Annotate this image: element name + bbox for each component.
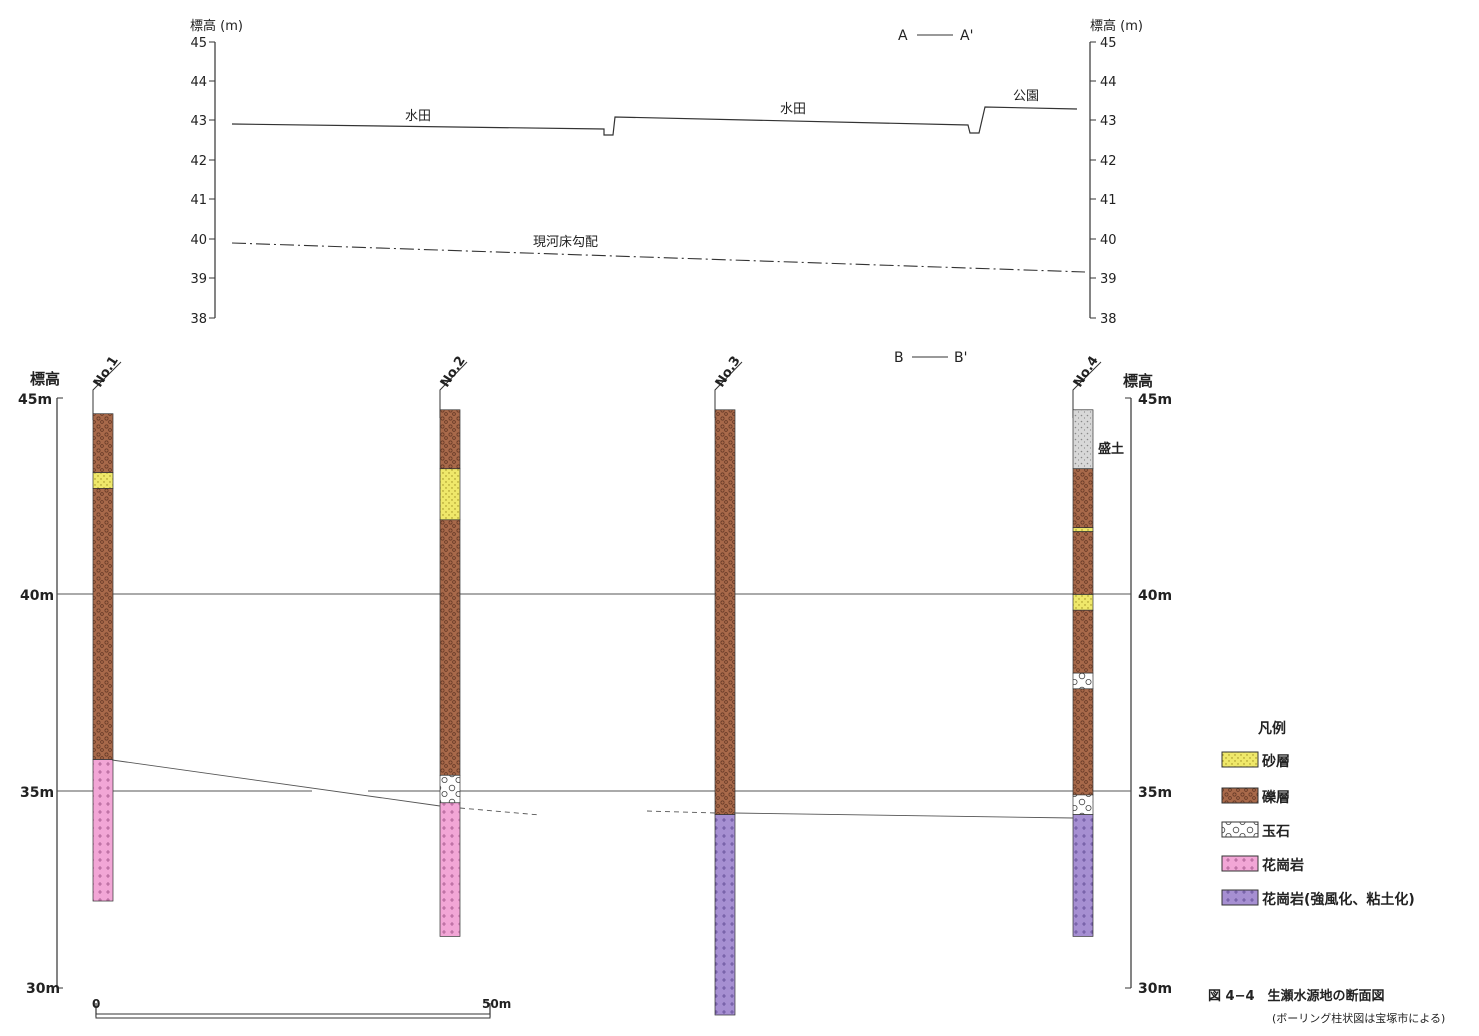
tick-label: 39 bbox=[1100, 272, 1117, 287]
riverbed-label: 現河床勾配 bbox=[533, 235, 598, 250]
scale-bar: 0 50m bbox=[92, 997, 511, 1019]
layer-gravel bbox=[1072, 531, 1094, 595]
layer-fill bbox=[1072, 409, 1094, 470]
legend-item-granite: 花崗岩 bbox=[1221, 855, 1304, 874]
borehole-tag-3: No.3 bbox=[713, 354, 744, 418]
section-bb: B B' 標高 標高 45m 40m 35m 30m 45m 40m 35m 3… bbox=[18, 350, 1172, 1019]
tick-label: 45m bbox=[18, 392, 52, 408]
borehole-name: No.2 bbox=[438, 354, 469, 391]
layer-boulder bbox=[1072, 794, 1094, 815]
tick-label: 42 bbox=[1100, 154, 1117, 169]
tick-label: 40m bbox=[20, 588, 54, 604]
legend: 凡例 砂層 礫層 玉石 花崗岩 花崗岩(強風化、粘土化) bbox=[1221, 720, 1415, 908]
right-tick-labels: 45 44 43 42 41 40 39 38 bbox=[1090, 36, 1117, 327]
section-label-b: B bbox=[894, 350, 904, 366]
legend-item-gravel: 礫層 bbox=[1221, 787, 1290, 806]
layer-boulder bbox=[1072, 672, 1094, 690]
borehole-columns bbox=[92, 409, 1094, 1016]
layer-sand bbox=[1072, 594, 1094, 611]
tick-label: 35m bbox=[20, 785, 54, 801]
legend-title: 凡例 bbox=[1258, 720, 1286, 737]
bedrock-boundary-line bbox=[111, 759, 441, 807]
borehole-name: No.1 bbox=[91, 354, 122, 391]
tick-label: 44 bbox=[1100, 75, 1117, 90]
bedrock-boundary-dashed bbox=[459, 807, 541, 816]
left-axis-title: 標高 (m) bbox=[190, 18, 243, 34]
tick-label: 45 bbox=[1100, 36, 1117, 51]
tick-label: 38 bbox=[190, 312, 207, 327]
layer-gravel bbox=[92, 488, 114, 760]
legend-label: 花崗岩 bbox=[1262, 857, 1304, 874]
tick-label: 41 bbox=[1100, 193, 1117, 208]
legend-label: 玉石 bbox=[1262, 824, 1290, 840]
layer-sand bbox=[439, 468, 461, 521]
tick-label: 44 bbox=[190, 75, 207, 90]
layer-gravel bbox=[1072, 468, 1094, 529]
tick-label: 41 bbox=[190, 193, 207, 208]
tick-label: 30m bbox=[26, 981, 60, 997]
tick-label: 30m bbox=[1138, 981, 1172, 997]
section-label-b-prime: B' bbox=[954, 350, 967, 366]
tick-label: 45m bbox=[1138, 392, 1172, 408]
legend-item-boulder: 玉石 bbox=[1221, 821, 1290, 840]
layer-gravel bbox=[1072, 609, 1094, 674]
right-axis-title: 標高 (m) bbox=[1090, 18, 1143, 34]
scale-end-label: 50m bbox=[482, 997, 511, 1011]
tick-label: 38 bbox=[1100, 312, 1117, 327]
layer-gravel bbox=[1072, 688, 1094, 796]
tick-label: 42 bbox=[190, 154, 207, 169]
tick-label: 45 bbox=[190, 36, 207, 51]
borehole-column-4 bbox=[1072, 409, 1094, 937]
legend-label: 礫層 bbox=[1262, 789, 1290, 806]
right-axis-title: 標高 bbox=[1123, 372, 1153, 390]
bedrock-boundary-dashed bbox=[646, 810, 716, 814]
profile-aa: 標高 (m) 標高 (m) 45 44 43 42 41 40 39 38 bbox=[190, 18, 1143, 327]
tick-label: 35m bbox=[1138, 785, 1172, 801]
borehole-tag-2: No.2 bbox=[438, 354, 469, 418]
land-label-park: 公園 bbox=[1013, 89, 1039, 104]
borehole-column-3 bbox=[714, 409, 736, 1016]
borehole-column-2 bbox=[439, 409, 461, 937]
ground-surface-line bbox=[231, 106, 1078, 136]
borehole-name: No.3 bbox=[713, 354, 744, 391]
left-tick-labels: 45 44 43 42 41 40 39 38 bbox=[190, 36, 215, 327]
layer-weathered bbox=[714, 814, 736, 1016]
borehole-tag-1: No.1 bbox=[91, 354, 122, 420]
scale-start-label: 0 bbox=[92, 997, 100, 1011]
legend-item-weathered-granite: 花崗岩(強風化、粘土化) bbox=[1221, 889, 1415, 908]
borehole-tag-4: No.4 bbox=[1071, 354, 1102, 418]
layer-sand bbox=[92, 472, 114, 489]
layer-gravel bbox=[439, 519, 461, 776]
tick-label: 40m bbox=[1138, 588, 1172, 604]
layer-boulder bbox=[439, 774, 461, 804]
tick-label: 43 bbox=[1100, 114, 1117, 129]
layer-sand bbox=[1072, 527, 1094, 532]
tick-label: 40 bbox=[1100, 233, 1117, 248]
borehole-name: No.4 bbox=[1071, 354, 1102, 391]
layer-gravel bbox=[439, 409, 461, 470]
layer-weathered bbox=[1072, 814, 1094, 937]
land-label-paddy-1: 水田 bbox=[405, 109, 431, 124]
legend-label: 花崗岩(強風化、粘土化) bbox=[1262, 891, 1415, 908]
layer-gravel bbox=[714, 409, 736, 815]
layer-gravel bbox=[92, 413, 114, 474]
section-label-a-prime: A' bbox=[960, 28, 973, 44]
figure-caption: 図 4−4 生瀬水源地の断面図 bbox=[1208, 988, 1385, 1004]
borehole-column-1 bbox=[92, 413, 114, 902]
land-label-paddy-2: 水田 bbox=[780, 102, 806, 117]
riverbed-gradient-line bbox=[231, 242, 1086, 273]
layer-granite bbox=[439, 802, 461, 937]
fill-label: 盛土 bbox=[1098, 441, 1124, 457]
legend-item-sand: 砂層 bbox=[1221, 751, 1290, 770]
tick-label: 40 bbox=[190, 233, 207, 248]
legend-label: 砂層 bbox=[1261, 753, 1290, 770]
tick-label: 43 bbox=[190, 114, 207, 129]
bedrock-boundary-line bbox=[733, 812, 1074, 819]
left-axis-title: 標高 bbox=[30, 370, 60, 388]
tick-label: 39 bbox=[190, 272, 207, 287]
section-label-a: A bbox=[898, 28, 908, 44]
figure-caption-note: (ボーリング柱状図は宝塚市による) bbox=[1272, 1011, 1445, 1025]
layer-granite bbox=[92, 759, 114, 902]
